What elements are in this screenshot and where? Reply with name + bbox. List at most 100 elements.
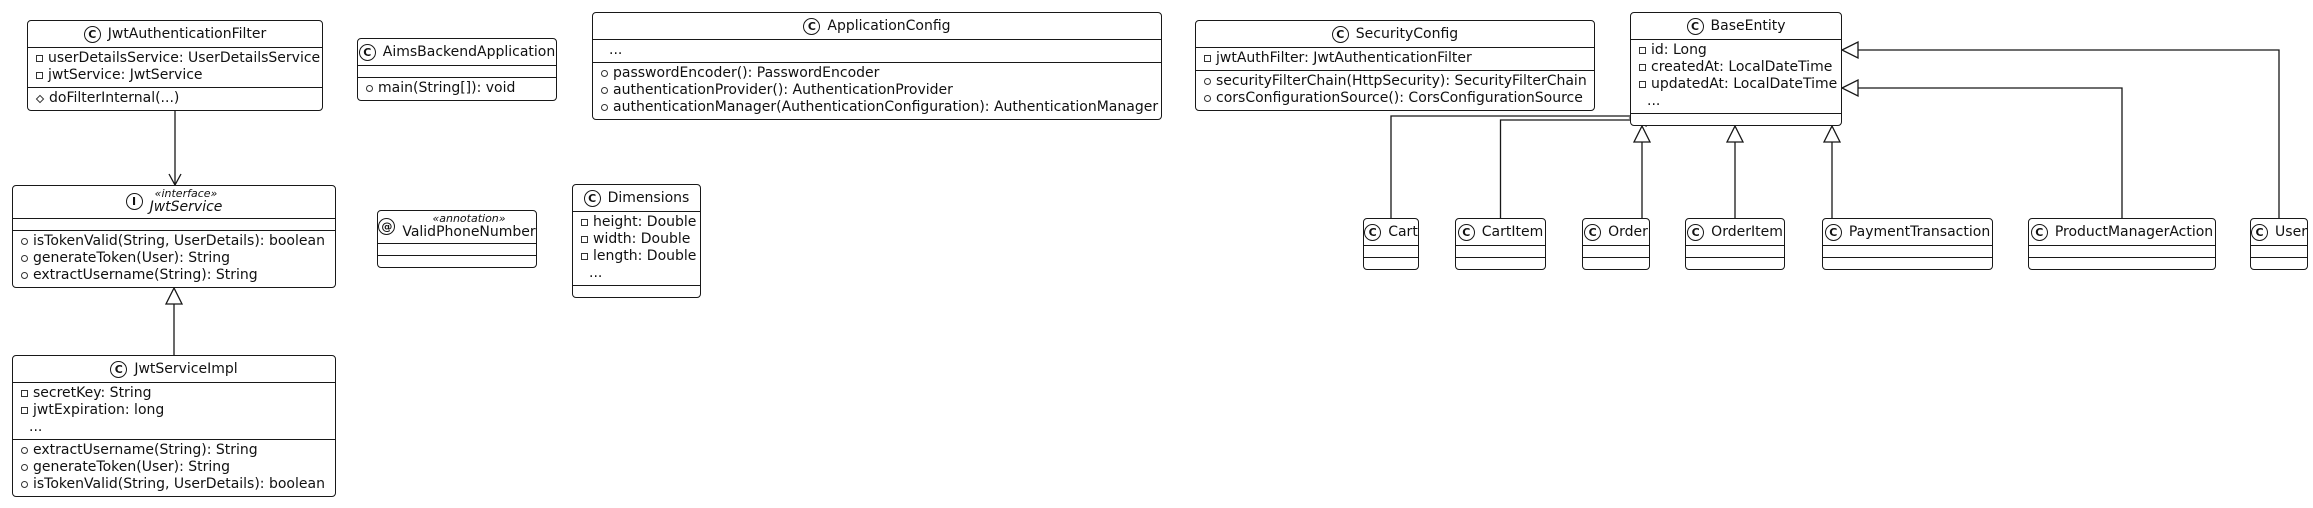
methods-section xyxy=(2251,257,2307,269)
class-titles: User xyxy=(2275,225,2307,240)
fields-section xyxy=(378,243,536,255)
member-text: isTokenValid(String, UserDetails): boole… xyxy=(33,476,325,492)
methods-section xyxy=(1456,257,1545,269)
member-text: securityFilterChain(HttpSecurity): Secur… xyxy=(1216,73,1587,89)
member-text: ... xyxy=(609,42,623,58)
member-text: passwordEncoder(): PasswordEncoder xyxy=(613,65,880,81)
public-visibility-icon xyxy=(366,85,373,92)
fields-section xyxy=(2251,245,2307,257)
member-text: width: Double xyxy=(593,231,691,247)
member-text: corsConfigurationSource(): CorsConfigura… xyxy=(1216,90,1583,106)
member-row: userDetailsService: UserDetailsService xyxy=(36,50,320,67)
member-text: generateToken(User): String xyxy=(33,459,231,475)
member-row: passwordEncoder(): PasswordEncoder xyxy=(601,65,1153,82)
member-text: ... xyxy=(589,265,603,281)
member-text: jwtExpiration: long xyxy=(33,402,165,418)
member-row: generateToken(User): String xyxy=(21,459,327,476)
member-row: isTokenValid(String, UserDetails): boole… xyxy=(21,233,327,250)
fields-section xyxy=(1583,245,1649,257)
protected-visibility-icon xyxy=(35,94,45,103)
fields-section xyxy=(1456,245,1545,257)
member-row: main(String[]): void xyxy=(366,80,548,97)
methods-section xyxy=(1364,257,1418,269)
class-valid-phone[interactable]: @«annotation»ValidPhoneNumber xyxy=(377,210,537,268)
member-row: securityFilterChain(HttpSecurity): Secur… xyxy=(1204,73,1587,90)
stereotype-label: «annotation» xyxy=(432,212,506,225)
member-text: ... xyxy=(29,419,43,435)
inheritance-triangle-icon xyxy=(164,286,184,305)
member-row: isTokenValid(String, UserDetails): boole… xyxy=(21,476,327,493)
member-text: doFilterInternal(...) xyxy=(49,90,180,106)
class-name: JwtServiceImpl xyxy=(134,361,238,377)
generalization-edge xyxy=(1499,119,1646,218)
private-visibility-icon xyxy=(1639,64,1646,71)
class-badge-icon: C xyxy=(1584,224,1602,241)
class-name: ValidPhoneNumber xyxy=(402,224,536,240)
fields-section xyxy=(1686,245,1784,257)
member-text: length: Double xyxy=(593,248,697,264)
class-name: User xyxy=(2275,224,2307,240)
member-row: extractUsername(String): String xyxy=(21,267,327,284)
member-row: authenticationManager(AuthenticationConf… xyxy=(601,99,1158,116)
class-name: PaymentTransaction xyxy=(1848,224,1991,240)
member-row: width: Double xyxy=(581,231,692,248)
class-badge-icon: C xyxy=(803,18,821,35)
member-row: ... xyxy=(581,265,692,282)
private-visibility-icon xyxy=(21,407,28,414)
member-text: authenticationProvider(): Authentication… xyxy=(613,82,953,98)
class-titles: Dimensions xyxy=(608,191,690,206)
member-row: ... xyxy=(21,419,327,436)
member-text: jwtService: JwtService xyxy=(48,67,203,83)
class-titles: AimsBackendApplication xyxy=(383,45,555,60)
member-text: isTokenValid(String, UserDetails): boole… xyxy=(33,233,325,249)
methods-section xyxy=(1686,257,1784,269)
methods-section: isTokenValid(String, UserDetails): boole… xyxy=(13,230,335,287)
member-row: jwtAuthFilter: JwtAuthenticationFilter xyxy=(1204,50,1586,67)
member-row: ... xyxy=(1639,93,1833,110)
methods-section xyxy=(1631,113,1841,125)
fields-section xyxy=(1364,245,1418,257)
class-titles: Cart xyxy=(1388,225,1418,240)
class-titles: ProductManagerAction xyxy=(2055,225,2213,240)
public-visibility-icon xyxy=(1204,95,1211,102)
class-header: C Cart xyxy=(1364,219,1418,245)
inheritance-triangle-icon xyxy=(1822,124,1842,143)
private-visibility-icon xyxy=(21,390,28,397)
class-badge-icon: C xyxy=(1364,224,1382,241)
class-titles: OrderItem xyxy=(1711,225,1783,240)
class-cart[interactable]: C Cart xyxy=(1363,218,1419,270)
methods-section xyxy=(378,255,536,267)
member-row: jwtService: JwtService xyxy=(36,67,314,84)
class-name: ProductManagerAction xyxy=(2054,224,2214,240)
class-order[interactable]: C Order xyxy=(1582,218,1650,270)
class-titles: SecurityConfig xyxy=(1356,27,1458,42)
class-badge-icon: C xyxy=(1824,224,1842,241)
class-titles: JwtServiceImpl xyxy=(134,362,237,377)
class-name: Order xyxy=(1608,224,1648,240)
class-payment-transaction[interactable]: C PaymentTransaction xyxy=(1822,218,1993,270)
class-name: CartItem xyxy=(1481,224,1544,240)
generalization-edge xyxy=(1858,49,2280,218)
member-text: createdAt: LocalDateTime xyxy=(1651,59,1833,75)
